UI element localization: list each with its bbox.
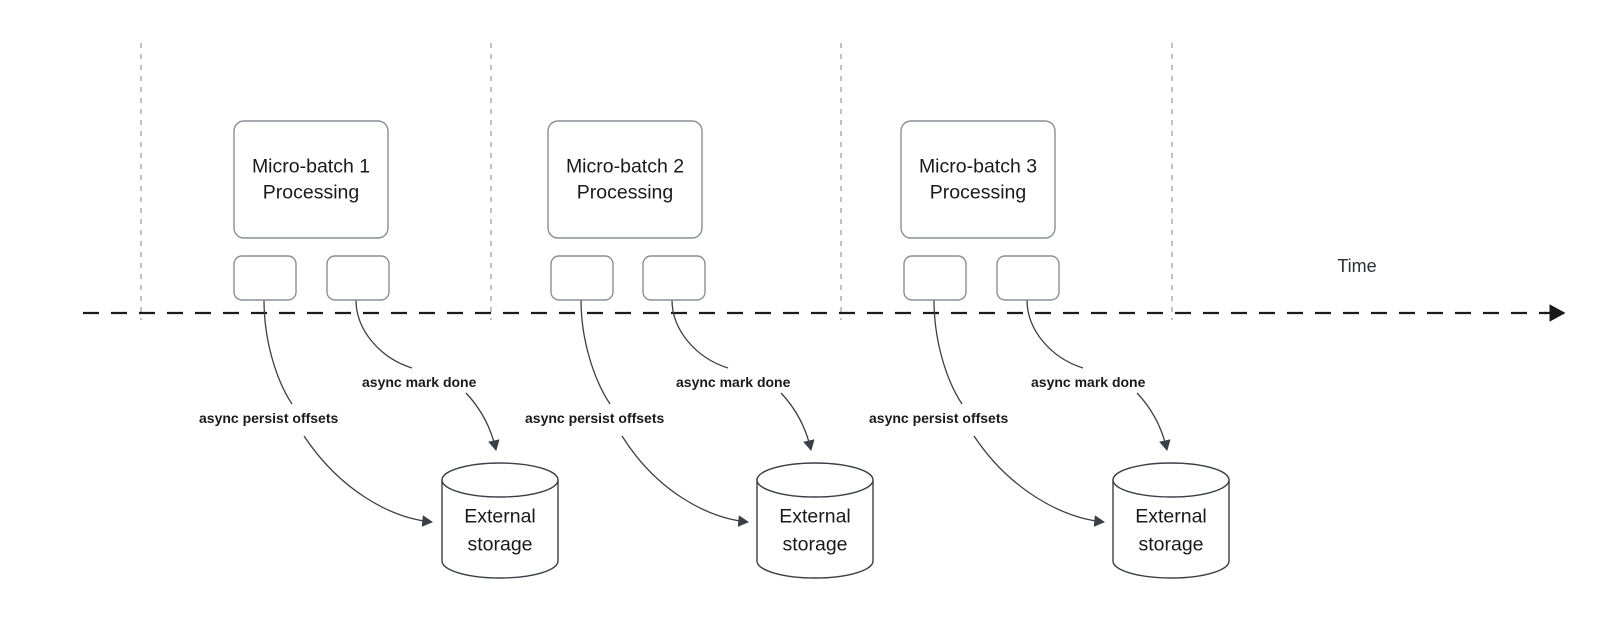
edge-persist-offsets-1-segment-b xyxy=(303,435,433,527)
edge-mark-done-2-segment-b xyxy=(780,392,815,451)
cylinder-body xyxy=(441,479,559,579)
task-box-2b[interactable] xyxy=(642,255,706,301)
edge-mark-done-1-segment-b xyxy=(465,392,500,451)
process-box-shape xyxy=(233,120,389,239)
process-box-label-line2: Processing xyxy=(263,182,359,204)
edge-persist-offsets-1-segment-a xyxy=(263,299,293,405)
task-box-2a[interactable] xyxy=(550,255,614,301)
edge-mark-done-1-segment-a xyxy=(355,299,413,369)
process-box-label-line2: Processing xyxy=(577,182,673,204)
process-box-shape xyxy=(547,120,703,239)
storage-label-line1: External xyxy=(464,506,536,528)
task-box-shape xyxy=(996,255,1060,301)
edge-persist-offsets-3-segment-a xyxy=(933,299,963,405)
edge-labels-layer: async persist offsets async mark done asyn… xyxy=(199,374,1146,426)
storage-label-line2: storage xyxy=(1138,534,1203,556)
edge-persist-offsets-2-label: async persist offsets xyxy=(525,410,664,426)
cylinder-top-ellipse xyxy=(441,462,559,498)
storage-label-line1: External xyxy=(779,506,851,528)
cylinder-body xyxy=(756,479,874,579)
task-box-1a[interactable] xyxy=(233,255,297,301)
edge-mark-done-1-label: async mark done xyxy=(362,374,477,390)
edge-mark-done-3-segment-a xyxy=(1026,299,1084,369)
process-box-label-line1: Micro-batch 1 xyxy=(252,156,370,178)
task-box-shape xyxy=(903,255,967,301)
external-storage-2[interactable]: External storage xyxy=(756,462,874,579)
storage-label-line2: storage xyxy=(467,534,532,556)
storage-label-line1: External xyxy=(1135,506,1207,528)
task-box-shape xyxy=(642,255,706,301)
task-box-1b[interactable] xyxy=(326,255,390,301)
process-box-1[interactable]: Micro-batch 1 Processing xyxy=(233,120,389,239)
edge-mark-done-3-label: async mark done xyxy=(1031,374,1146,390)
edge-persist-offsets-1-label: async persist offsets xyxy=(199,410,338,426)
process-box-label-line1: Micro-batch 3 xyxy=(919,156,1037,178)
storage-label-line2: storage xyxy=(782,534,847,556)
process-box-2[interactable]: Micro-batch 2 Processing xyxy=(547,120,703,239)
process-box-label-line2: Processing xyxy=(930,182,1026,204)
task-box-shape xyxy=(326,255,390,301)
external-storage-3[interactable]: External storage xyxy=(1112,462,1230,579)
process-box-shape xyxy=(900,120,1056,239)
edge-persist-offsets-3-segment-b xyxy=(973,435,1105,527)
task-box-3a[interactable] xyxy=(903,255,967,301)
task-box-3b[interactable] xyxy=(996,255,1060,301)
process-box-label-line1: Micro-batch 2 xyxy=(566,156,684,178)
cylinder-top-ellipse xyxy=(1112,462,1230,498)
edge-mark-done-3-segment-b xyxy=(1136,392,1171,451)
cylinder-top-ellipse xyxy=(756,462,874,498)
cylinder-body xyxy=(1112,479,1230,579)
boundary-ticks-layer xyxy=(140,43,1173,320)
edge-persist-offsets-2-segment-a xyxy=(580,299,611,405)
process-box-3[interactable]: Micro-batch 3 Processing xyxy=(900,120,1056,239)
timeline-layer: Time xyxy=(83,256,1566,322)
edges-layer xyxy=(263,299,1171,527)
edge-mark-done-2-label: async mark done xyxy=(676,374,791,390)
edge-mark-done-2-segment-a xyxy=(671,299,729,369)
task-box-shape xyxy=(550,255,614,301)
edge-persist-offsets-2-segment-b xyxy=(621,435,749,527)
task-box-shape xyxy=(233,255,297,301)
external-storage-1[interactable]: External storage xyxy=(441,462,559,579)
edge-persist-offsets-3-label: async persist offsets xyxy=(869,410,1008,426)
time-axis-label: Time xyxy=(1337,256,1376,276)
